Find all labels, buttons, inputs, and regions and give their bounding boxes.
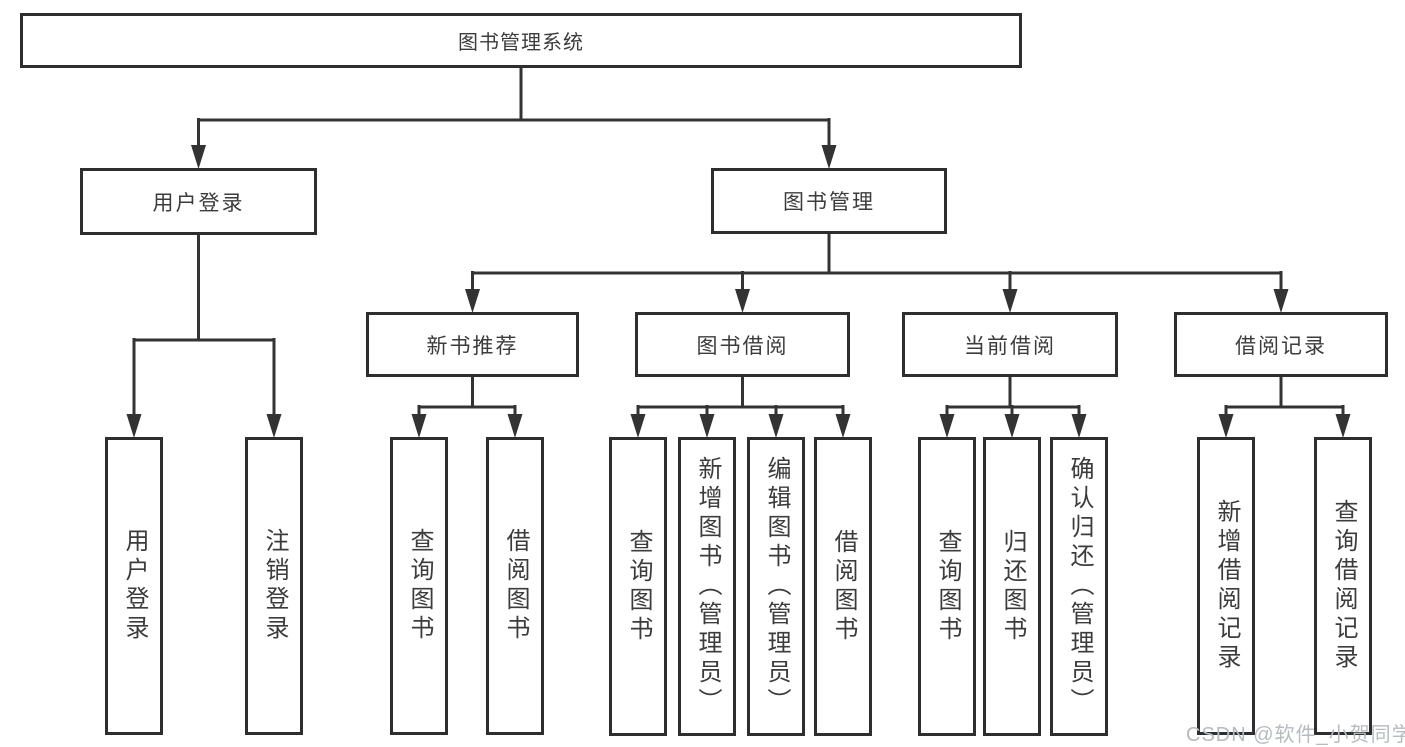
leaf-query-books-recommend: 查询图书 [390, 437, 448, 735]
node-current-borrow: 当前借阅 [902, 312, 1118, 377]
node-label: 查询图书 [934, 528, 961, 645]
node-label: 当前借阅 [964, 334, 1056, 358]
leaf-user-login: 用户登录 [105, 437, 163, 735]
leaf-query-borrow-record: 查询借阅记录 [1314, 437, 1372, 735]
leaf-add-borrow-record: 新增借阅记录 [1197, 437, 1255, 735]
node-label: 借阅图书 [502, 528, 529, 644]
node-label: 用户登录 [152, 191, 245, 215]
node-label: 编辑图书（管理员） [763, 456, 790, 717]
node-label: 借阅图书 [830, 528, 857, 645]
node-label: 新增借阅记录 [1213, 499, 1240, 673]
node-user-login: 用户登录 [80, 168, 317, 235]
node-label: 用户登录 [121, 528, 148, 644]
node-book-management: 图书管理 [711, 168, 947, 234]
node-book-borrow: 图书借阅 [635, 312, 850, 377]
csdn-watermark: CSDN @软件_小贺同学 [1186, 724, 1405, 746]
leaf-borrow-books-recommend: 借阅图书 [486, 437, 544, 735]
leaf-query-books-current: 查询图书 [918, 437, 976, 736]
node-label: 注销登录 [261, 528, 288, 644]
leaf-confirm-return-admin: 确认归还（管理员） [1050, 437, 1108, 736]
node-label: 新增图书（管理员） [694, 456, 721, 717]
node-label: 图书管理系统 [458, 32, 584, 54]
arrowheads [126, 145, 1351, 438]
node-label: 查询图书 [625, 528, 652, 645]
node-borrow-records: 借阅记录 [1174, 312, 1388, 377]
node-label: 图书借阅 [696, 334, 789, 358]
node-label: 归还图书 [999, 528, 1026, 645]
leaf-edit-book-admin: 编辑图书（管理员） [747, 437, 805, 736]
node-library-management-system: 图书管理系统 [20, 13, 1022, 68]
node-label: 借阅记录 [1235, 334, 1327, 358]
node-label: 查询图书 [406, 528, 433, 644]
node-label: 确认归还（管理员） [1066, 456, 1093, 717]
leaf-add-book-admin: 新增图书（管理员） [678, 437, 736, 736]
node-label: 查询借阅记录 [1330, 499, 1357, 673]
leaf-return-book: 归还图书 [983, 437, 1041, 736]
node-label: 图书管理 [783, 191, 875, 214]
leaf-query-books-borrow: 查询图书 [609, 437, 667, 736]
leaf-borrow-books: 借阅图书 [814, 437, 872, 736]
node-new-book-recommend: 新书推荐 [366, 312, 579, 377]
node-label: 新书推荐 [426, 334, 519, 358]
leaf-logout: 注销登录 [245, 437, 303, 735]
